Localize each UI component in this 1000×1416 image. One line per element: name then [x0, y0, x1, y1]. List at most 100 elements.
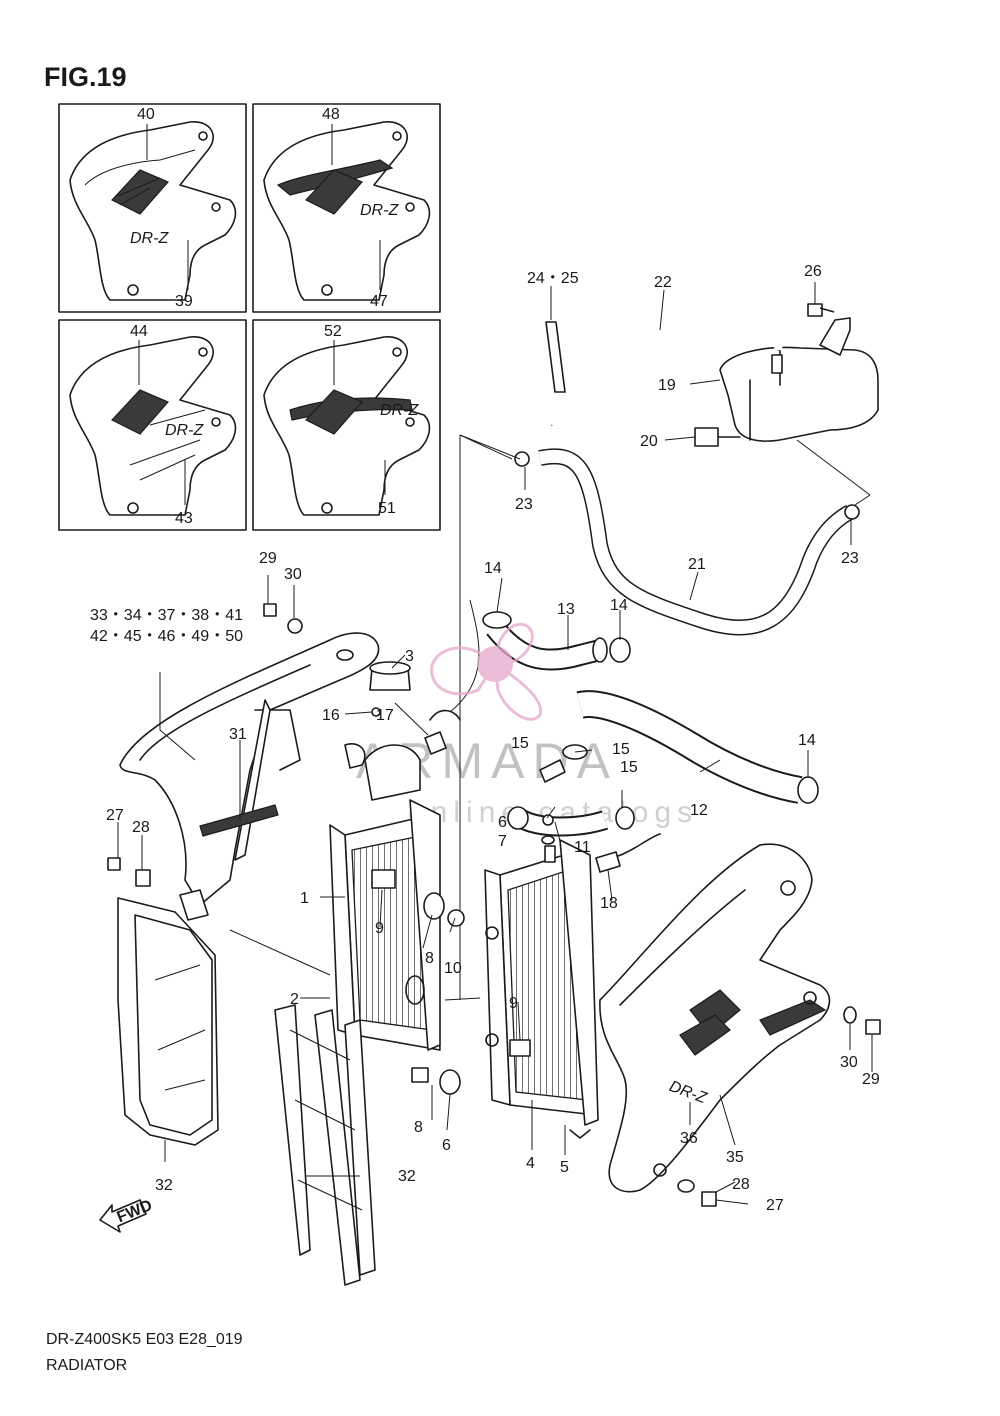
callout-31: 31: [229, 726, 247, 743]
callout-23b: 23: [841, 550, 859, 567]
callout-30b: 30: [840, 1054, 858, 1071]
mounting-hole-icon: [485, 926, 499, 940]
radiator-shroud-right: DR-Z: [599, 843, 831, 1193]
callout-10: 10: [444, 960, 462, 977]
callout-47: 47: [370, 293, 388, 310]
decal-variant-panel-44-43: DR-Z 44 43: [58, 319, 247, 531]
callout-5: 5: [560, 1159, 569, 1176]
mounting-hole-icon: [211, 202, 221, 212]
mounting-hole-icon: [653, 1163, 667, 1177]
mounting-hole-icon: [198, 131, 208, 141]
washer-icon: [677, 1179, 695, 1193]
callout-shroud-group-row2: 42・45・46・49・50: [90, 628, 243, 645]
callout-32a: 32: [155, 1177, 173, 1194]
callout-4: 4: [526, 1155, 535, 1172]
callout-15a: 15: [511, 735, 529, 752]
fwd-label: FWD: [115, 1197, 155, 1226]
hose-clamp-icon: [797, 776, 819, 804]
mounting-hole-icon: [405, 417, 415, 427]
callout-14a: 14: [484, 560, 502, 577]
callout-7: 7: [498, 833, 507, 850]
reservoir-tank-assembly: [459, 292, 879, 1000]
callout-36: 36: [680, 1130, 698, 1147]
callout-6a: 6: [498, 814, 507, 831]
callout-15c: 15: [620, 759, 638, 776]
mounting-hole-icon: [127, 284, 139, 296]
reservoir-cushion: [694, 427, 719, 447]
callout-15b: 15: [612, 741, 630, 758]
callout-44: 44: [130, 323, 148, 340]
callout-21: 21: [688, 556, 706, 573]
callout-1: 1: [300, 890, 309, 907]
radiator-left: [329, 744, 465, 1051]
thermo-switch: [595, 851, 621, 873]
grommet-icon: [423, 892, 445, 920]
mounting-hole-icon: [485, 1033, 499, 1047]
callout-40: 40: [137, 106, 155, 123]
callout-6b: 6: [442, 1137, 451, 1154]
fasteners: [107, 603, 881, 1207]
decal-variant-panel-52-51: DR-Z 52 51: [252, 319, 441, 531]
callout-8b: 8: [414, 1119, 423, 1136]
callout-9b: 9: [509, 995, 518, 1012]
callout-32b: 32: [398, 1168, 416, 1185]
callout-2: 2: [290, 991, 299, 1008]
callout-43: 43: [175, 510, 193, 527]
mounting-hole-icon: [211, 417, 221, 427]
reservoir-tank: [719, 346, 879, 442]
bolt-icon: [807, 303, 835, 317]
filler-neck: [364, 744, 421, 801]
mounting-hole-icon: [198, 347, 208, 357]
washer-icon: [447, 909, 465, 927]
callout-24-25: 24・25: [527, 270, 579, 287]
callout-23a: 23: [515, 496, 533, 513]
hose-clamp-icon: [615, 806, 635, 830]
callout-16: 16: [322, 707, 340, 724]
drz-logo-text: DR-Z: [165, 422, 204, 439]
drz-logo-text: DR-Z: [380, 402, 419, 419]
mounting-hole-icon: [780, 880, 796, 896]
hose-clamp-icon: [482, 611, 512, 629]
callout-11: 11: [574, 839, 591, 856]
bolt-icon: [865, 1019, 881, 1035]
forward-direction-arrow: FWD: [99, 1197, 155, 1233]
bolt-icon: [263, 603, 277, 617]
radiator-shroud-left: [119, 632, 380, 921]
hose-clamp-icon: [844, 504, 860, 520]
callout-3: 3: [405, 648, 414, 665]
callout-8a: 8: [425, 950, 434, 967]
callout-14c: 14: [798, 732, 816, 749]
callout-12: 12: [690, 802, 708, 819]
callout-29a: 29: [259, 550, 277, 567]
mounting-hole-icon: [336, 649, 354, 661]
callout-30a: 30: [284, 566, 302, 583]
callout-14b: 14: [610, 597, 628, 614]
washer-icon: [843, 1006, 857, 1024]
hose-clip: [545, 321, 566, 393]
drz-logo-text: DR-Z: [130, 230, 169, 247]
mounting-hole-icon: [392, 131, 402, 141]
model-code-label: DR-Z400SK5 E03 E28_019: [46, 1331, 243, 1348]
washer-icon: [287, 618, 303, 634]
bolt-icon: [371, 869, 396, 889]
callout-20: 20: [640, 433, 658, 450]
callout-shroud-group-row1: 33・34・37・38・41: [90, 607, 243, 624]
callout-18: 18: [600, 895, 618, 912]
grommet-icon: [439, 1069, 461, 1095]
callout-28b: 28: [732, 1176, 750, 1193]
callout-26: 26: [804, 263, 822, 280]
callout-28a: 28: [132, 819, 150, 836]
bolt-icon: [509, 1039, 531, 1057]
callout-17: 17: [376, 707, 394, 724]
decal-variant-panel-40-39: DR-Z 40 39: [58, 103, 247, 313]
callout-39: 39: [175, 293, 193, 310]
watermark-logo-icon: [430, 622, 543, 721]
callout-29b: 29: [862, 1071, 880, 1088]
callout-52: 52: [324, 323, 342, 340]
hose-clamp-icon: [507, 806, 529, 830]
mounting-hole-icon: [803, 991, 817, 1005]
callout-51: 51: [378, 500, 396, 517]
mounting-hole-icon: [127, 502, 139, 514]
radiator-guard-inner: [274, 1004, 376, 1286]
callout-22: 22: [654, 274, 672, 291]
